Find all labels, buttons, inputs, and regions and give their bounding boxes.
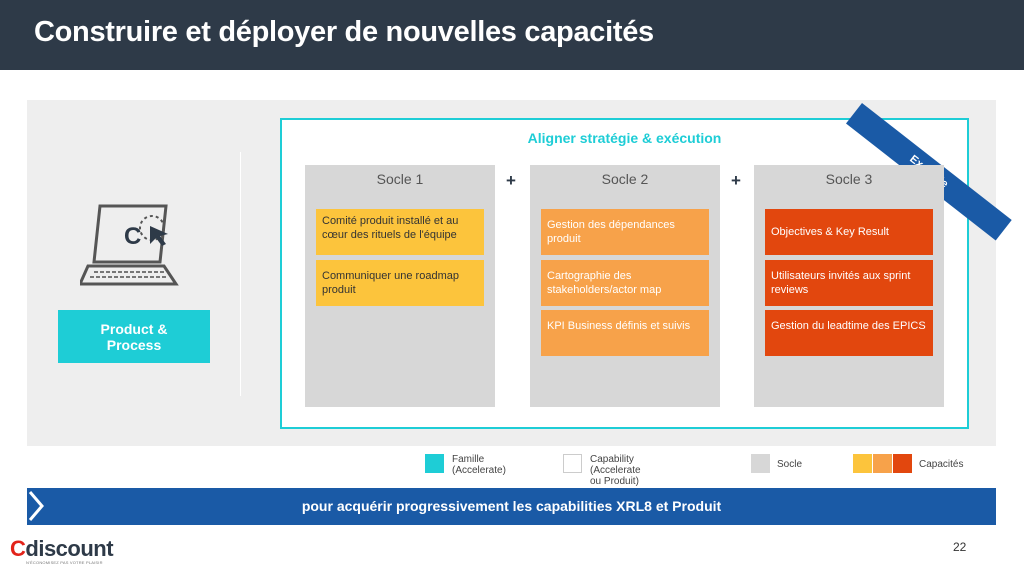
- socle-title: Socle 3: [825, 171, 873, 187]
- svg-text:C: C: [124, 223, 141, 250]
- capacity-item: Gestion des dépendances produit: [541, 209, 709, 255]
- product-label-line2: Process: [106, 337, 162, 353]
- legend-label-capacites: Capacités: [919, 459, 964, 470]
- capacity-item: KPI Business définis et suivis: [541, 310, 709, 356]
- legend-label-socle: Socle: [777, 459, 803, 470]
- legend-swatch-orange: [873, 454, 892, 473]
- divider: [240, 152, 241, 396]
- logo-tagline: N'ÉCONOMISEZ PAS VOTRE PLAISIR: [26, 560, 103, 565]
- legend-swatch-yellow: [853, 454, 872, 473]
- page-title: Construire et déployer de nouvelles capa…: [34, 16, 654, 48]
- legend-swatch-red: [893, 454, 912, 473]
- capacity-item: Cartographie des stakeholders/actor map: [541, 260, 709, 306]
- product-label-line1: Product &: [100, 321, 168, 337]
- header-bar: Construire et déployer de nouvelles capa…: [0, 0, 1024, 70]
- product-process-box: Product & Process: [58, 310, 210, 363]
- legend-swatch-famille: [425, 454, 444, 473]
- plus-sign: +: [506, 171, 516, 190]
- capacity-item: Utilisateurs invités aux sprint reviews: [765, 260, 933, 306]
- capacity-item: Communiquer une roadmap produit: [316, 260, 484, 306]
- socle-title: Socle 2: [601, 171, 649, 187]
- capacity-item: Objectives & Key Result: [765, 209, 933, 255]
- bottom-banner: pour acquérir progressivement les capabi…: [27, 488, 996, 525]
- capacity-item: Comité produit installé et au cœur des r…: [316, 209, 484, 255]
- capacity-item: Gestion du leadtime des EPICS: [765, 310, 933, 356]
- legend-label-famille: Famille (Accelerate): [452, 454, 506, 476]
- cdiscount-logo: Cdiscount N'ÉCONOMISEZ PAS VOTRE PLAISIR: [10, 536, 114, 565]
- chevron-right-icon: [28, 491, 44, 521]
- socle-2: Socle 2 Gestion des dépendances produit …: [530, 165, 720, 407]
- laptop-cursor-icon: C: [80, 204, 179, 286]
- socle-1: Socle 1 Comité produit installé et au cœ…: [305, 165, 495, 407]
- legend-label-capability: Capability (Accelerate ou Produit): [590, 454, 641, 487]
- frame-title: Aligner stratégie & exécution: [527, 130, 722, 146]
- socle-title: Socle 1: [376, 171, 424, 187]
- socle-3: Socle 3 Objectives & Key Result Utilisat…: [754, 165, 944, 407]
- legend-swatch-socle: [751, 454, 770, 473]
- banner-text: pour acquérir progressivement les capabi…: [301, 498, 722, 514]
- page-number: 22: [953, 540, 967, 554]
- legend-swatch-capability: [563, 454, 582, 473]
- plus-sign: +: [731, 171, 741, 190]
